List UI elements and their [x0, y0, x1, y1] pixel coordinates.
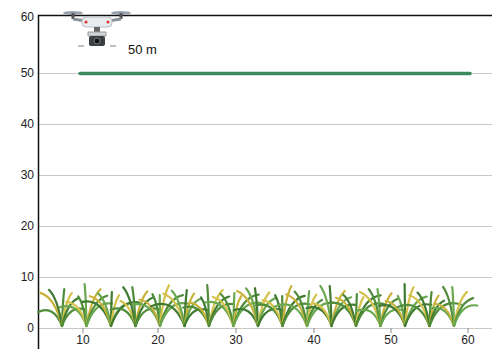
rice-leaf [378, 289, 381, 326]
y-axis-label: 0 [27, 321, 34, 335]
rice-leaf [275, 295, 282, 326]
x-axis-label: 50 [384, 333, 397, 347]
rice-leaf [132, 287, 135, 326]
rice-leaf [369, 289, 381, 326]
y-axis-label: 40 [21, 117, 34, 131]
flight-height-line [80, 72, 470, 76]
x-axis-label: 60 [461, 333, 474, 347]
rice-leaf [207, 285, 209, 326]
grid-lines [38, 74, 492, 329]
rice-leaf [98, 293, 111, 326]
rice-leaf [454, 298, 473, 326]
x-axis-label: 40 [307, 333, 320, 347]
rice-leaf [152, 294, 160, 326]
rice-leaf [295, 292, 307, 326]
rice-leaf [255, 288, 258, 326]
rice-leaf [454, 305, 477, 326]
rice-leaf [443, 287, 454, 326]
rice-plants [38, 284, 477, 326]
y-axis-label: 20 [21, 219, 34, 233]
rice-leaf [320, 286, 331, 326]
height-label: 50 m [128, 43, 157, 57]
y-axis-label: 10 [21, 270, 34, 284]
x-axis-label: 20 [151, 333, 164, 347]
axis-frame [39, 16, 493, 349]
y-axis-label: 50 [21, 66, 34, 80]
y-axis-label: 60 [21, 10, 34, 24]
rice-leaf [221, 294, 234, 326]
rice-leaf [111, 304, 129, 326]
rice-leaf [330, 286, 332, 326]
drone-icon [63, 11, 131, 46]
x-ticks [83, 328, 468, 333]
rice-leaf [246, 288, 258, 326]
y-axis-label: 30 [21, 168, 34, 182]
rice-leaf [123, 287, 135, 326]
x-axis-label: 10 [76, 333, 89, 347]
rice-leaf [344, 295, 357, 326]
rice-leaf [418, 293, 430, 326]
rice-leaf [452, 287, 454, 326]
x-axis-label: 30 [229, 333, 242, 347]
rice-leaf [85, 284, 87, 326]
